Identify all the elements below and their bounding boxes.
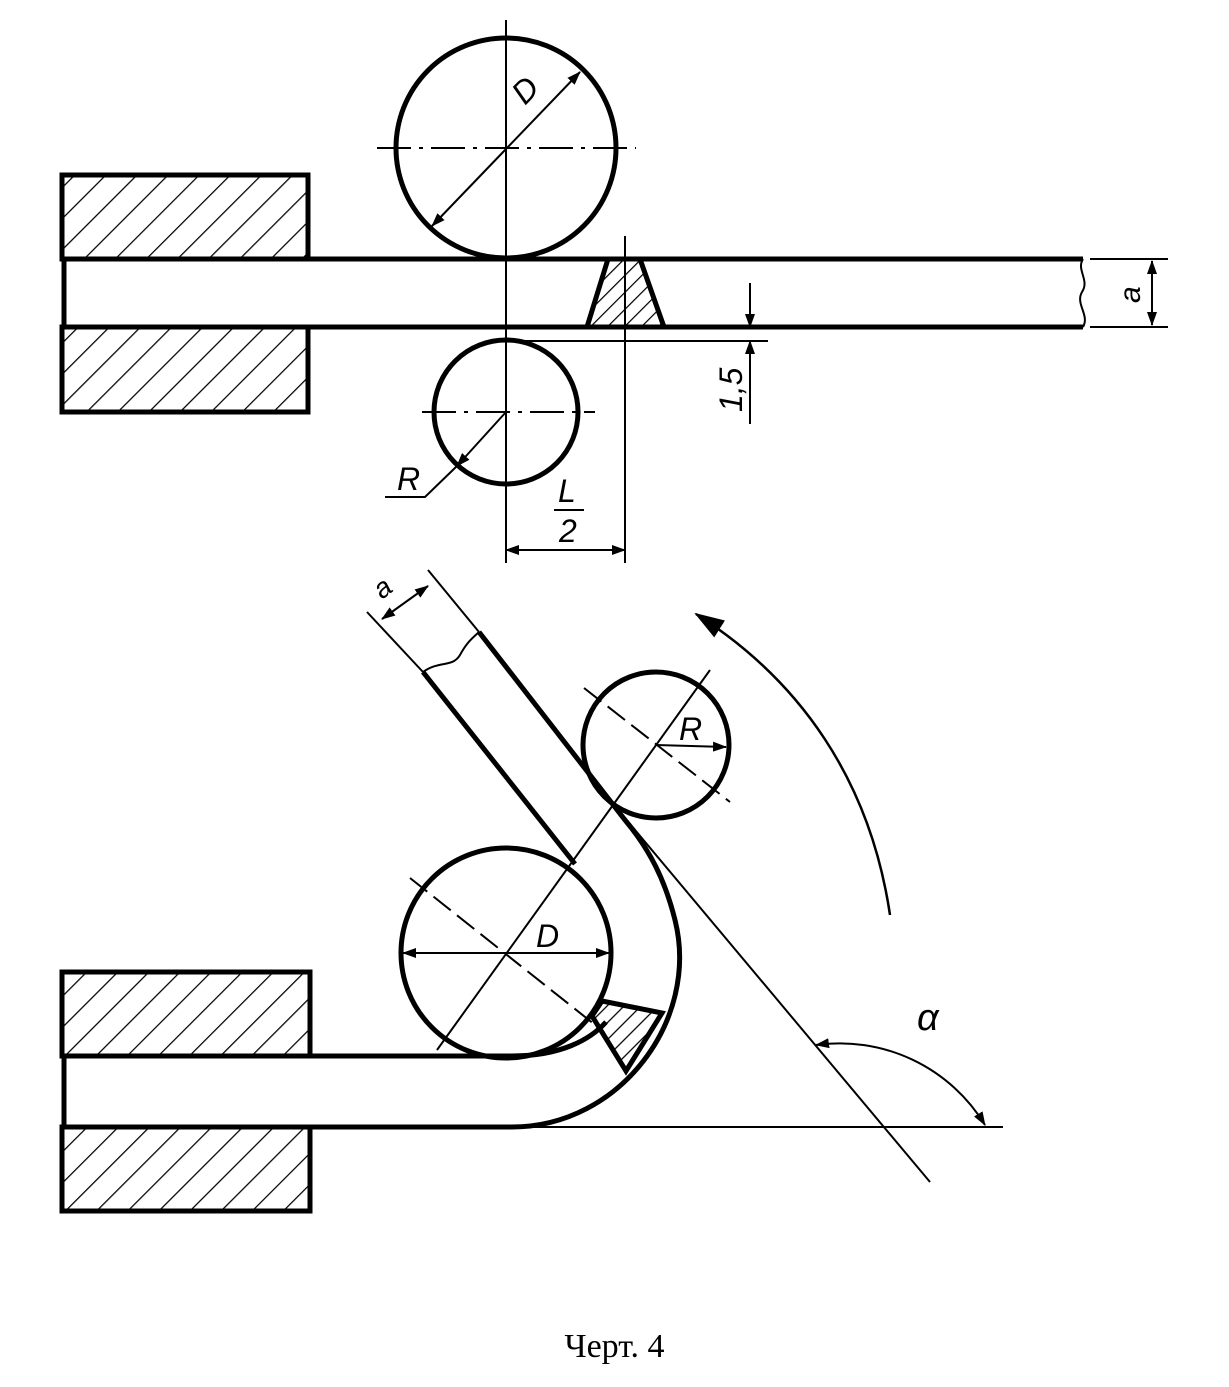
clamp-upper-block-bottom xyxy=(59,969,313,1059)
label-a-top: a xyxy=(1114,286,1147,303)
top-view: D R L 2 1,5 a xyxy=(59,20,1168,563)
bending-direction-arrow xyxy=(694,612,892,916)
label-1-5: 1,5 xyxy=(713,367,749,412)
label-alpha: α xyxy=(917,997,940,1039)
label-D-top: D xyxy=(504,69,546,111)
bottom-view: a R D α xyxy=(59,569,1003,1214)
clamp-upper-block xyxy=(59,172,311,262)
ext-line-a-bottom-2 xyxy=(427,569,480,633)
roller-circle-bottom xyxy=(580,669,732,821)
ext-line-a-bottom-1 xyxy=(366,611,424,673)
bend-axis-line xyxy=(436,669,711,1051)
specimen-straight xyxy=(61,256,1083,330)
specimen-break-line xyxy=(1079,258,1086,328)
clamp-lower-block-bottom xyxy=(59,1124,313,1214)
clamp-lower-block xyxy=(59,324,311,415)
specimen-break-line-bottom xyxy=(422,631,480,673)
leader-R-top xyxy=(385,465,458,498)
label-L-denominator: 2 xyxy=(558,513,577,549)
dim-D-top xyxy=(431,71,581,227)
dim-a-bottom xyxy=(381,585,429,620)
label-R-top: R xyxy=(397,461,420,497)
label-D-bottom: D xyxy=(536,918,559,954)
weld-section-bent xyxy=(589,998,667,1076)
figure-caption: Черт. 4 xyxy=(564,1328,665,1365)
angle-alpha-arc xyxy=(815,1038,986,1126)
dim-R-bottom xyxy=(655,741,727,752)
mandrel-circle-bottom xyxy=(398,845,614,1061)
dim-R-top xyxy=(456,411,507,467)
label-a-bottom: a xyxy=(367,571,398,605)
label-R-bottom: R xyxy=(679,711,702,747)
label-L-top: L xyxy=(558,473,576,509)
